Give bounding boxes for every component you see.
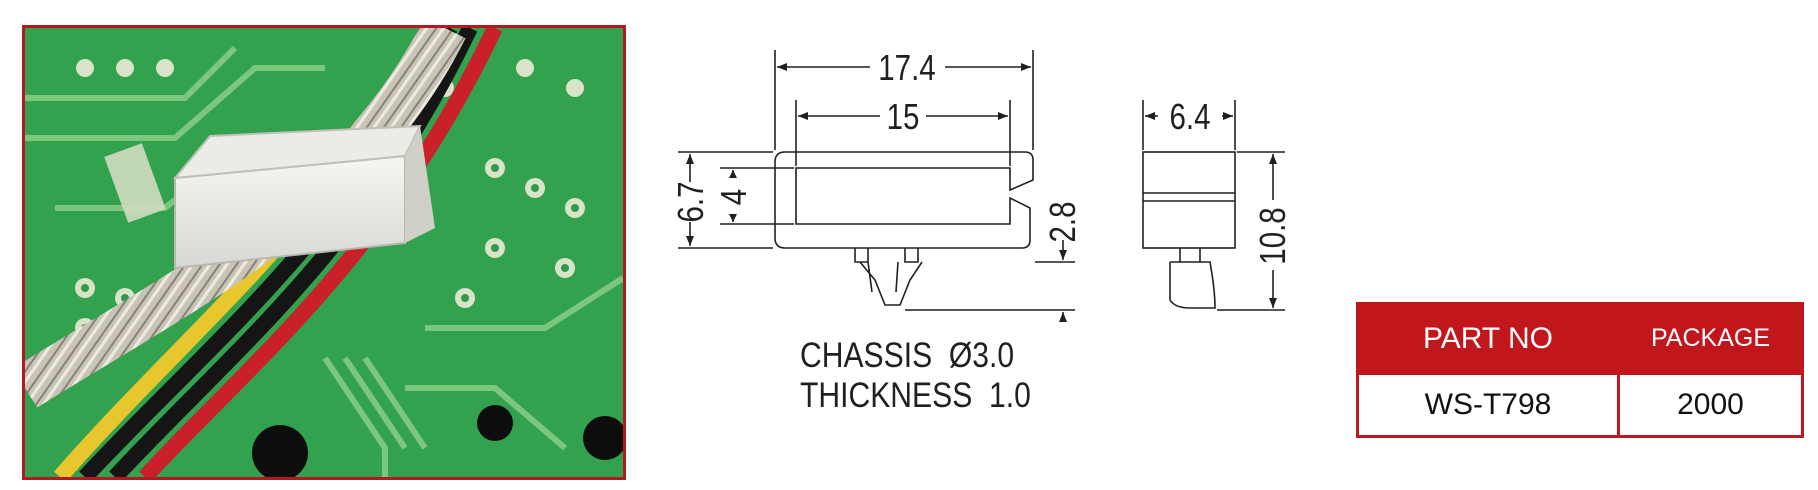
- dim-inner-width: 15: [887, 96, 920, 136]
- thickness-line: THICKNESS 1.0: [800, 376, 1031, 415]
- chassis-note: CHASSIS Ø3.0 THICKNESS 1.0: [800, 336, 1031, 416]
- cell-part-no: WS-T798: [1356, 372, 1620, 438]
- part-table: PART NO PACKAGE WS-T798 2000: [1356, 302, 1804, 438]
- table-row: WS-T798 2000: [1356, 372, 1804, 438]
- clip-post: [854, 248, 923, 306]
- dim-side-width: 6.4: [1169, 96, 1210, 136]
- dim-post-height: 2.8: [1042, 201, 1082, 242]
- clip-front-view: [774, 151, 1034, 249]
- header-part-no: PART NO: [1357, 303, 1619, 374]
- chassis-line: CHASSIS Ø3.0: [800, 336, 1015, 375]
- dim-side-height: 10.8: [1252, 207, 1292, 264]
- table-header-row: PART NO PACKAGE: [1357, 303, 1803, 374]
- dim-inner-height: 4: [713, 189, 753, 205]
- cell-package: 2000: [1617, 372, 1804, 438]
- clip-side-view: [1142, 151, 1236, 249]
- product-photo: [22, 25, 626, 480]
- header-package: PACKAGE: [1617, 303, 1803, 374]
- dim-outer-height: 6.7: [670, 181, 710, 222]
- dim-overall-width: 17.4: [878, 47, 935, 87]
